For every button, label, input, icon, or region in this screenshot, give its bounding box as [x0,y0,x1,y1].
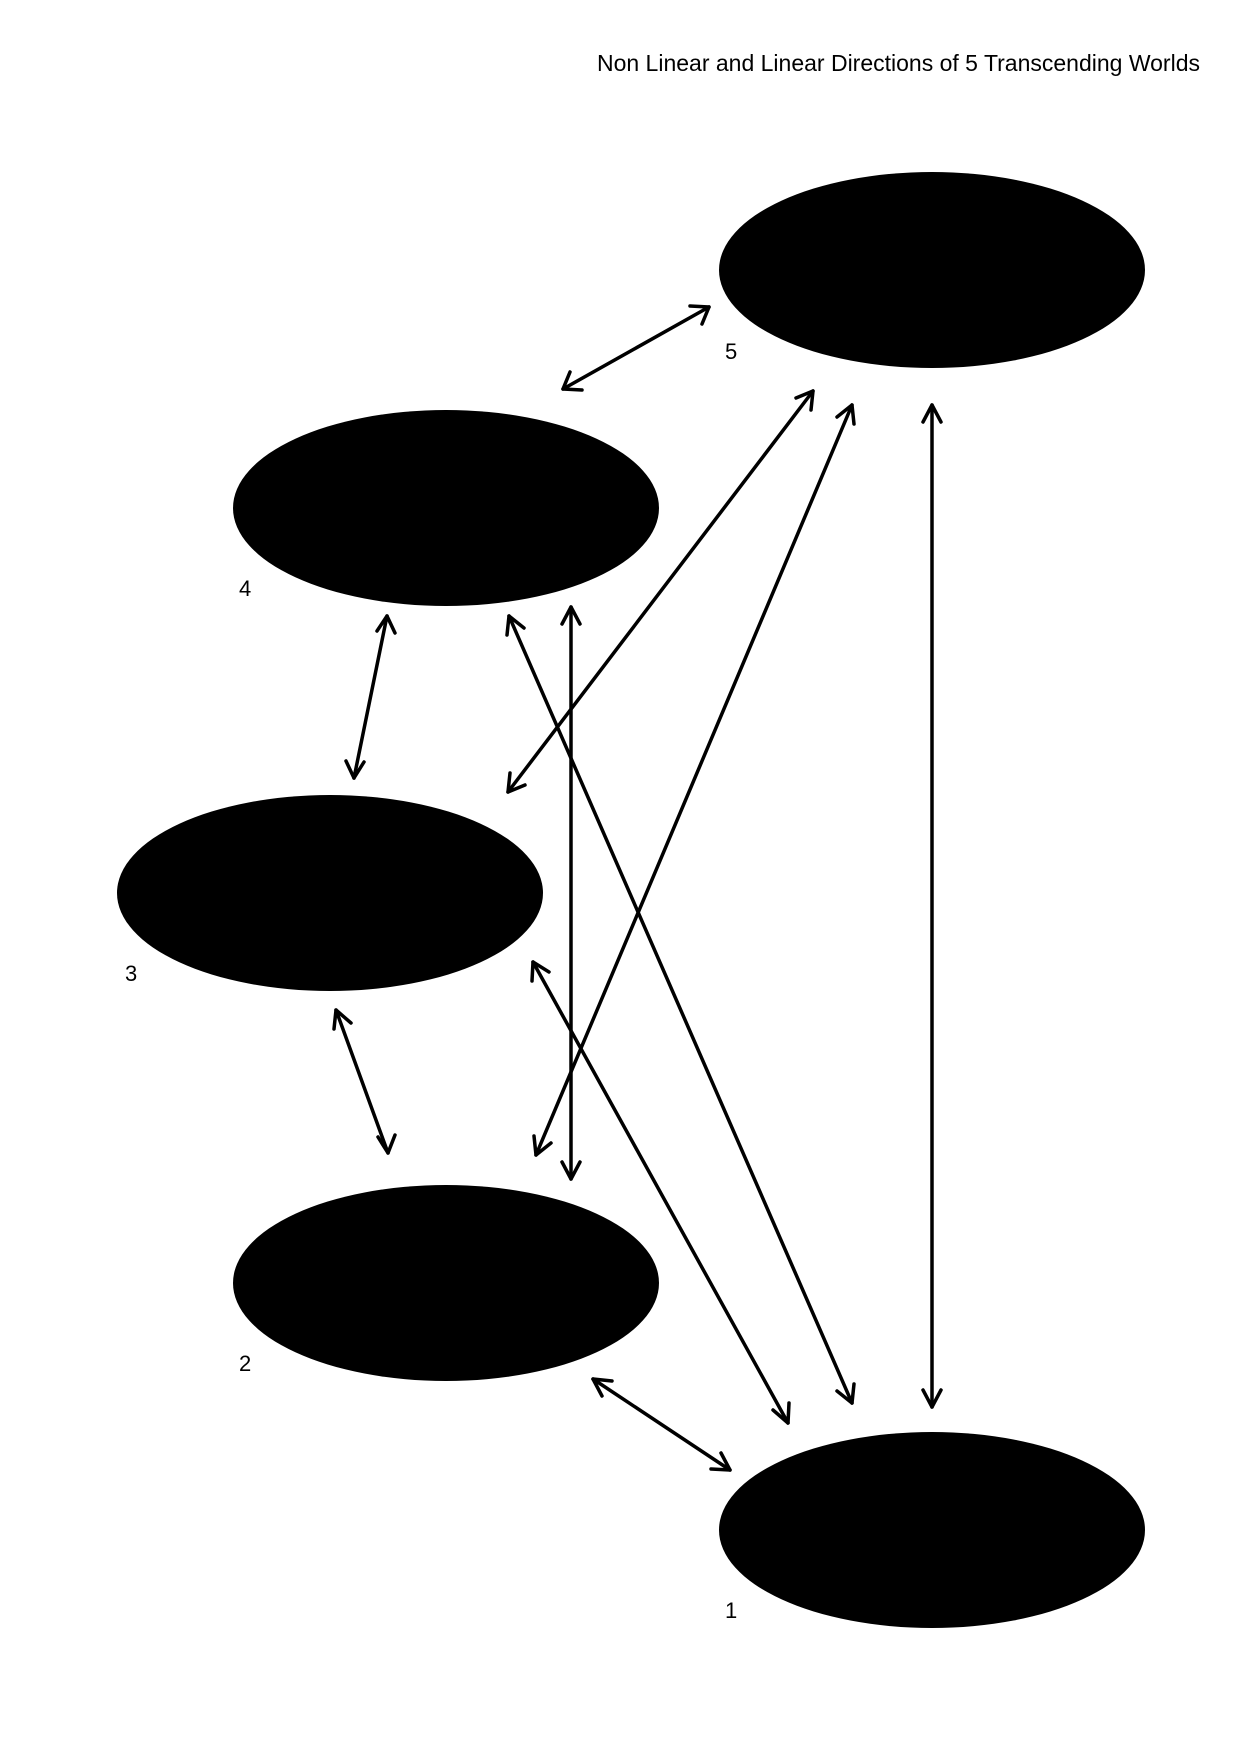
world-node-5: 5 [719,172,1145,368]
edges-group [332,304,943,1472]
nodes-group: 5 4 3 2 1 [117,172,1145,1628]
diagram-title: Non Linear and Linear Directions of 5 Tr… [596,50,1200,76]
world-3-ellipse [117,795,543,991]
world-3-label: 3 [125,961,137,986]
edge-2-4 [560,605,582,1181]
world-2-ellipse [233,1185,659,1381]
world-4-ellipse [233,410,659,606]
edge-2-3 [332,1008,397,1155]
edge-1-3 [530,960,791,1425]
world-5-ellipse [719,172,1145,368]
world-1-label: 1 [725,1598,737,1623]
world-2-label: 2 [239,1351,251,1376]
edge-3-5 [506,389,815,794]
world-node-3: 3 [117,795,543,991]
edge-1-5 [921,403,943,1409]
edge-4-5 [561,304,711,392]
world-4-label: 4 [239,576,251,601]
edge-1-2 [591,1377,732,1472]
world-5-label: 5 [725,339,737,364]
edge-1-4 [505,614,856,1405]
world-1-ellipse [719,1432,1145,1628]
edge-3-4 [344,614,397,780]
world-node-4: 4 [233,410,659,606]
world-node-2: 2 [233,1185,659,1381]
edge-2-5 [532,403,856,1157]
world-node-1: 1 [719,1432,1145,1628]
